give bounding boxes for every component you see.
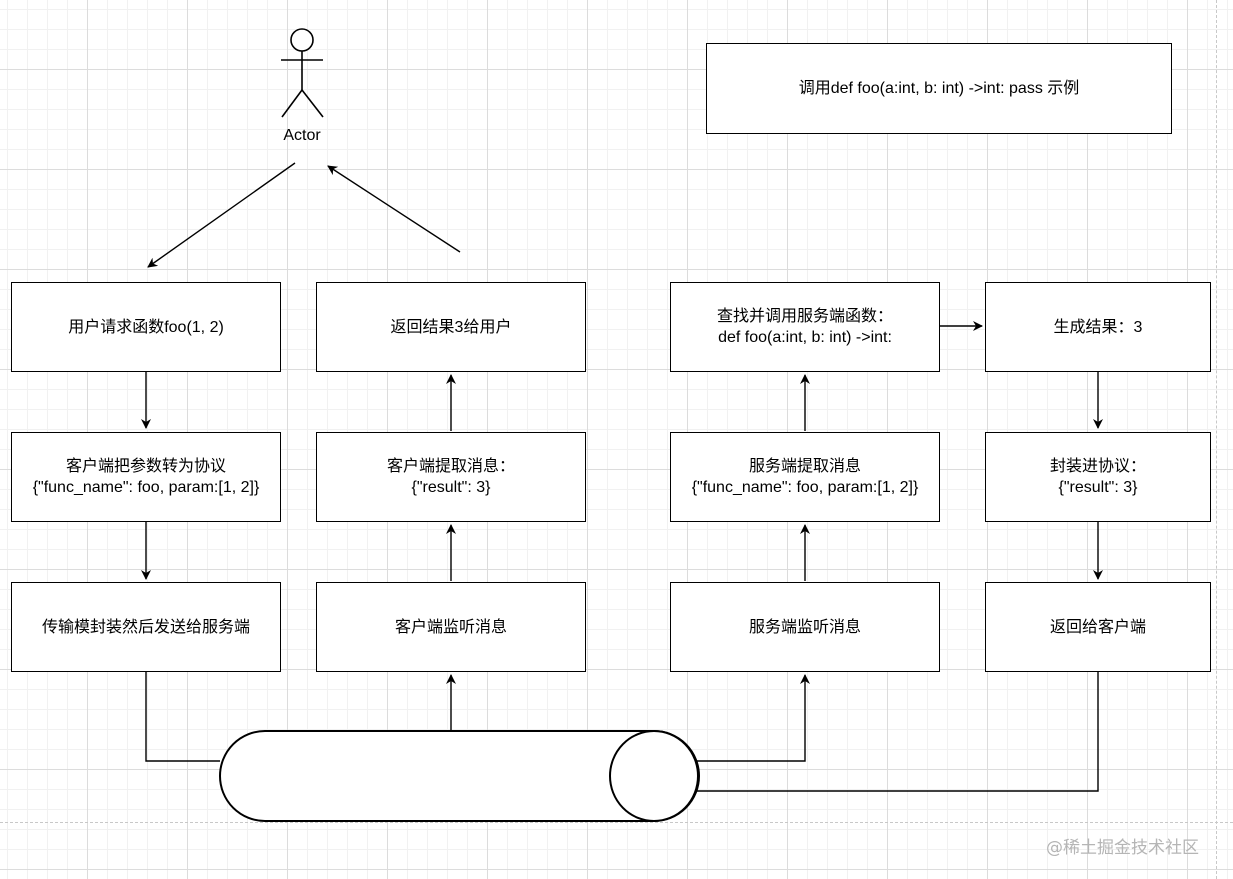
generate-result-text: 生成结果：3 — [1053, 318, 1143, 336]
return-result-box[interactable]: 返回结果3给用户 — [316, 282, 586, 372]
server-find-call-line1: 查找并调用服务端函数： — [716, 308, 893, 325]
return-to-client-box[interactable]: 返回给客户端 — [985, 582, 1211, 672]
server-listen-box[interactable]: 服务端监听消息 — [670, 582, 940, 672]
arrow-actor-to-request — [147, 162, 296, 268]
generate-result-box[interactable]: 生成结果：3 — [985, 282, 1211, 372]
server-find-call-line2: def foo(a:int, b: int) ->int: — [718, 329, 892, 346]
return-to-client-text: 返回给客户端 — [1049, 618, 1146, 636]
connector-transport-to-pipe — [145, 672, 220, 762]
user-request-text: 用户请求函数foo(1, 2) — [68, 318, 224, 336]
page-boundary-vertical — [1216, 0, 1217, 879]
arrow-pipe-to-server-listen — [690, 674, 810, 762]
server-wrap-box[interactable]: 封装进协议： {"result": 3} — [985, 432, 1211, 522]
server-wrap-line1: 封装进协议： — [1049, 458, 1146, 475]
client-extract-box[interactable]: 客户端提取消息： {"result": 3} — [316, 432, 586, 522]
watermark: @稀土掘金技术社区 — [1046, 838, 1199, 858]
user-request-box[interactable]: 用户请求函数foo(1, 2) — [11, 282, 281, 372]
title-box[interactable]: 调用def foo(a:int, b: int) ->int: pass 示例 — [706, 43, 1172, 134]
server-extract-line2: {"func_name": foo, param:[1, 2]} — [691, 479, 919, 496]
arrow-return-to-actor — [327, 165, 461, 253]
actor-figure[interactable] — [281, 28, 324, 118]
actor-label: Actor — [283, 127, 321, 144]
server-extract-line1: 服务端提取消息 — [748, 458, 861, 475]
client-to-protocol-line1: 客户端把参数转为协议 — [65, 458, 226, 475]
client-extract-line1: 客户端提取消息： — [386, 458, 515, 475]
title-text: 调用def foo(a:int, b: int) ->int: pass 示例 — [798, 80, 1080, 97]
server-find-call-box[interactable]: 查找并调用服务端函数： def foo(a:int, b: int) ->int… — [670, 282, 940, 372]
server-wrap-line2: {"result": 3} — [1058, 479, 1138, 496]
client-to-protocol-box[interactable]: 客户端把参数转为协议 {"func_name": foo, param:[1, … — [11, 432, 281, 522]
client-listen-text: 客户端监听消息 — [394, 618, 507, 636]
client-listen-box[interactable]: 客户端监听消息 — [316, 582, 586, 672]
network-pipe — [219, 730, 700, 822]
page-boundary-horizontal — [0, 822, 1233, 823]
server-listen-text: 服务端监听消息 — [748, 618, 861, 636]
client-to-protocol-line2: {"func_name": foo, param:[1, 2]} — [32, 479, 260, 496]
client-transport-text: 传输模封装然后发送给服务端 — [41, 618, 250, 636]
connector-server-return-to-pipe — [696, 672, 1099, 792]
client-extract-line2: {"result": 3} — [411, 479, 491, 496]
return-result-text: 返回结果3给用户 — [390, 318, 512, 336]
client-transport-box[interactable]: 传输模封装然后发送给服务端 — [11, 582, 281, 672]
server-extract-box[interactable]: 服务端提取消息 {"func_name": foo, param:[1, 2]} — [670, 432, 940, 522]
